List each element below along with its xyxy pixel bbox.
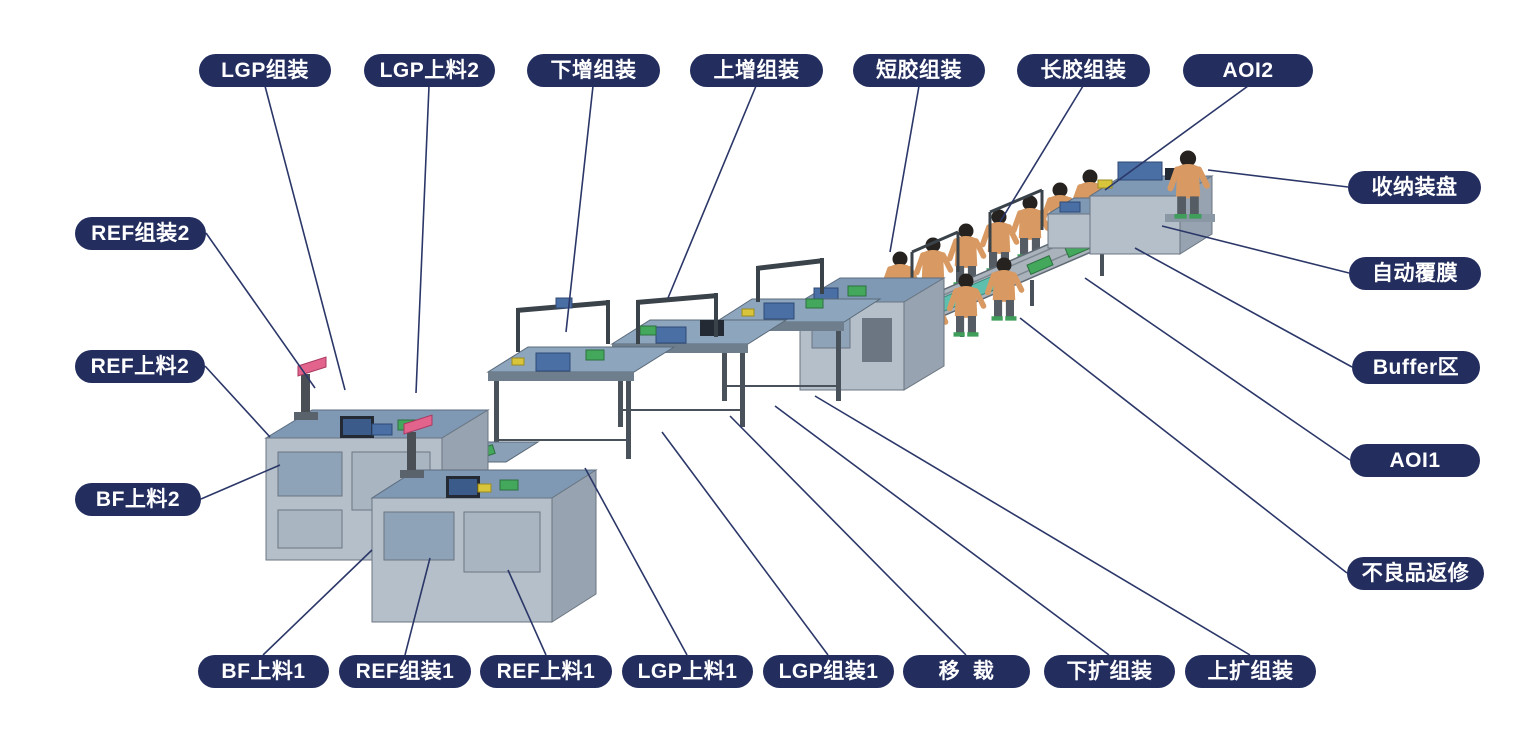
label-ref-assembly-1: REF组装1 xyxy=(339,655,471,688)
label-aoi2: AOI2 xyxy=(1183,54,1313,87)
end-station xyxy=(1088,161,1215,255)
label-lgp-feed-2: LGP上料2 xyxy=(364,54,495,87)
label-lgp-assembly-1: LGP组装1 xyxy=(763,655,894,688)
label-bf-feed-1: BF上料1 xyxy=(198,655,329,688)
label-defect-rework: 不良品返修 xyxy=(1347,557,1484,590)
label-buffer-zone: Buffer区 xyxy=(1352,351,1480,384)
label-lgp-feed-1: LGP上料1 xyxy=(622,655,753,688)
label-lgp-assembly: LGP组装 xyxy=(199,54,331,87)
label-upper-bef-assembly: 上增组装 xyxy=(690,54,823,87)
cabinet-station-left-lower xyxy=(370,414,598,623)
assembly-table-1 xyxy=(486,297,676,459)
leader-lines xyxy=(200,85,1353,656)
label-auto-laminating: 自动覆膜 xyxy=(1349,257,1481,290)
label-transfer-cutting: 移 裁 xyxy=(903,655,1030,688)
assembly-table-3 xyxy=(714,258,882,401)
cabinet-station-mid xyxy=(798,277,946,391)
label-ref-feed-2: REF上料2 xyxy=(75,350,205,383)
label-aoi1: AOI1 xyxy=(1350,444,1480,477)
label-lower-diffuser-assembly: 下扩组装 xyxy=(1044,655,1175,688)
label-ref-feed-1: REF上料1 xyxy=(480,655,612,688)
label-upper-diffuser-assembly: 上扩组装 xyxy=(1185,655,1316,688)
label-long-tape-assembly: 长胶组装 xyxy=(1017,54,1150,87)
label-bf-feed-2: BF上料2 xyxy=(75,483,201,516)
label-lower-bef-assembly: 下增组装 xyxy=(527,54,660,87)
label-storage-tray: 收纳装盘 xyxy=(1348,171,1481,204)
assembly-table-2 xyxy=(610,293,788,427)
label-short-tape-assembly: 短胶组装 xyxy=(853,54,985,87)
label-ref-assembly-2: REF组装2 xyxy=(75,217,206,250)
